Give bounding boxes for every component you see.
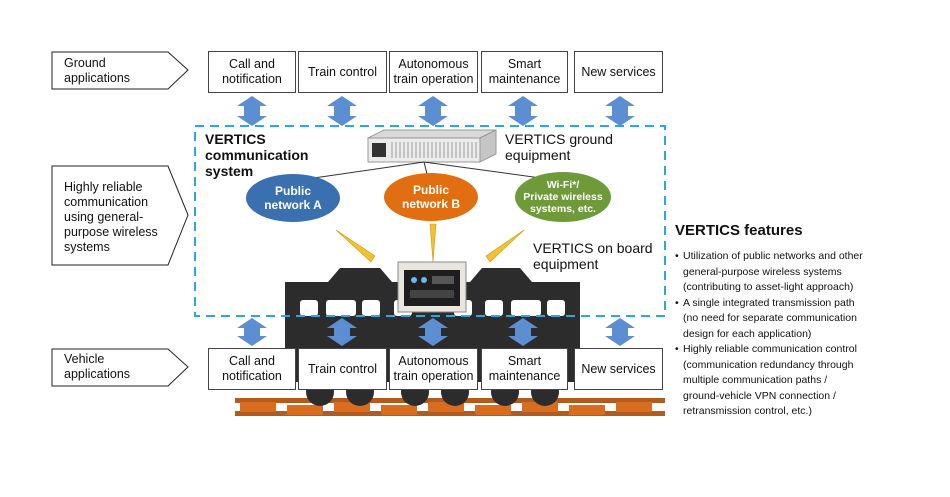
track-sleeper xyxy=(569,405,605,415)
ground-label-chevron xyxy=(51,51,189,90)
track-sleeper xyxy=(240,402,276,412)
vehicle-app-smart-maintenance: Smart maintenance xyxy=(481,348,568,390)
feature-item-detail: (no need for separate communication xyxy=(683,312,857,324)
track-sleeper xyxy=(381,405,417,415)
network-oval-wifi-private: Wi-Fi*/ Private wireless systems, etc. xyxy=(515,172,611,222)
vehicle-app-autonomous-operation: Autonomous train operation xyxy=(389,348,478,390)
ground-app-autonomous-operation: Autonomous train operation xyxy=(389,51,478,93)
double-arrow xyxy=(418,96,448,126)
feature-item-detail: retransmission control, etc.) xyxy=(683,405,812,417)
double-arrow xyxy=(327,318,357,346)
track-sleeper xyxy=(522,402,558,412)
feature-item-text: A single integrated transmission path xyxy=(683,296,855,309)
ground-app-new-services: New services xyxy=(574,51,663,93)
ground-equipment-label: VERTICS ground equipment xyxy=(505,131,613,163)
feature-item-detail: design for each application) xyxy=(683,327,812,340)
feature-item-detail: multiple communication paths / xyxy=(683,374,828,386)
feature-item-text: Utilization of public networks and other xyxy=(683,250,863,262)
features-title: VERTICS features xyxy=(675,222,803,239)
radio-signal-beams xyxy=(335,223,525,263)
double-arrow xyxy=(327,96,357,126)
double-arrow xyxy=(605,96,635,126)
feature-item: Highly reliable communication control (c… xyxy=(675,342,950,420)
ground-applications-label: Ground applications xyxy=(64,56,131,85)
double-arrow xyxy=(605,318,635,346)
double-arrow xyxy=(418,318,448,346)
track-sleeper xyxy=(334,402,370,412)
features-panel: VERTICS features Utilization of public n… xyxy=(675,222,950,420)
network-oval-public-b: Public network B xyxy=(384,173,478,221)
vehicle-app-train-control: Train control xyxy=(298,348,387,390)
track-sleeper xyxy=(428,402,464,412)
ground-app-call-notification: Call and notification xyxy=(208,51,296,93)
feature-item: A single integrated transmission path (n… xyxy=(675,296,950,343)
track-sleeper xyxy=(287,405,323,415)
double-arrow xyxy=(237,96,267,126)
vehicle-label-chevron xyxy=(51,348,189,387)
double-arrow xyxy=(508,96,538,126)
bidirectional-arrows xyxy=(237,96,635,346)
onboard-equipment-label: VERTICS on board equipment xyxy=(533,240,653,272)
feature-item-detail: (contributing to asset-light approach) xyxy=(683,281,854,293)
track-sleeper xyxy=(616,402,652,412)
onboard-equipment-device xyxy=(397,261,467,313)
feature-item: Utilization of public networks and other… xyxy=(675,249,950,296)
ground-equipment-server xyxy=(367,129,497,163)
feature-item-detail: (communication redundancy through xyxy=(683,358,854,371)
track-sleeper xyxy=(475,405,511,415)
network-oval-public-a: Public network A xyxy=(246,174,340,222)
vehicle-app-call-notification: Call and notification xyxy=(208,348,296,390)
reliable-label-chevron xyxy=(51,165,189,266)
ground-app-smart-maintenance: Smart maintenance xyxy=(481,51,568,93)
reliable-communication-label: Highly reliable communication using gene… xyxy=(64,180,158,254)
ground-app-train-control: Train control xyxy=(298,51,387,93)
double-arrow xyxy=(508,318,538,346)
feature-item-detail: ground-vehicle VPN connection / xyxy=(683,389,836,402)
features-list: Utilization of public networks and other… xyxy=(675,249,950,420)
vehicle-applications-label: Vehicle applications xyxy=(64,352,131,381)
vehicle-app-new-services: New services xyxy=(574,348,663,390)
feature-item-detail: general-purpose wireless systems xyxy=(683,265,842,278)
double-arrow xyxy=(237,318,267,346)
feature-item-text: Highly reliable communication control xyxy=(683,343,857,355)
system-title: VERTICS communication system xyxy=(205,131,309,179)
